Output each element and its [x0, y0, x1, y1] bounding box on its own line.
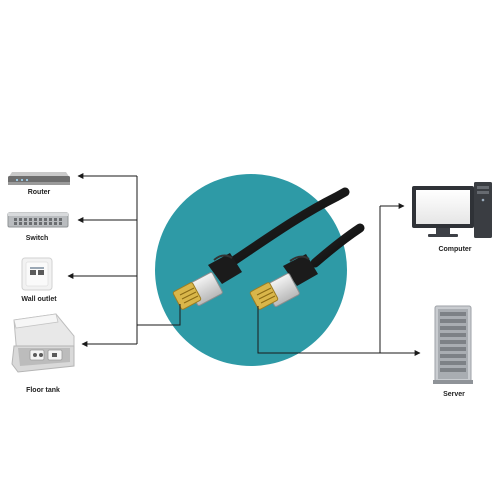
wall-outlet-icon: [21, 257, 53, 291]
switch-label: Switch: [26, 235, 49, 242]
server-label: Server: [443, 391, 465, 398]
ethernet-cable: [227, 187, 365, 268]
server-icon: [433, 305, 473, 384]
switch-icon: [7, 212, 69, 228]
right-connectors: [257, 203, 421, 356]
rj45-connector-left: [172, 253, 242, 310]
router-icon: [8, 172, 70, 185]
router-label: Router: [28, 189, 51, 196]
rj45-connector-right: [249, 254, 318, 310]
left-connectors: [67, 173, 181, 347]
wall-outlet-label: Wall outlet: [21, 296, 57, 303]
computer-icon: [412, 182, 492, 238]
computer-label: Computer: [438, 246, 471, 253]
floor-tank-label: Floor tank: [26, 387, 60, 394]
floor-tank-icon: [11, 313, 75, 373]
